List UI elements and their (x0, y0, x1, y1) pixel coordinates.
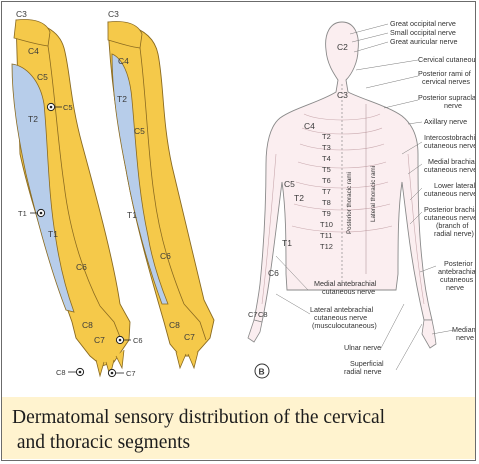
arm-b-segment-label: C3 (108, 9, 119, 19)
arm-a-finger (96, 360, 104, 376)
arm-a-pointer-c7: C7 (108, 369, 135, 378)
arm-a-segment-label: T2 (28, 114, 38, 124)
arm-a-segment-label: C3 (16, 9, 27, 19)
back-segment-label: C7 (248, 310, 258, 319)
label-cervical-cutaneous: Cervical cutaneous nerve (418, 55, 475, 64)
svg-text:T3: T3 (322, 143, 331, 152)
nerve-labels-bottom: Medial antebrachial cutaneous nerve Late… (310, 279, 386, 376)
dermatome-illustration: C3 C4 C5 T2 T1 C6 C8 C7 C5 T1 (4, 4, 475, 396)
arm-b-segment-label: C4 (118, 56, 129, 66)
arm-b-segment-label: C6 (160, 251, 171, 261)
arm-b-segment-label: T1 (127, 210, 137, 220)
label-medial-brachial: Medial brachial cutaneous nerve (424, 157, 475, 174)
label-posterior-brachial: Posterior brachial cutaneous nerve (bran… (424, 205, 475, 238)
label-lateral-antebrachial: Lateral antebrachial cutaneous nerve (mu… (310, 305, 377, 330)
back-segment-label: C5 (284, 179, 295, 189)
label-superficial-radial: Superficial radial nerve (344, 359, 386, 376)
figure-caption: Dermatomal sensory distribution of the c… (2, 397, 475, 459)
svg-text:T2: T2 (322, 132, 331, 141)
label-axillary: Axillary nerve (424, 117, 467, 126)
svg-text:T11: T11 (320, 231, 332, 240)
arm-b-segment-label: T2 (117, 94, 127, 104)
label-small-occipital: Small occipital nerve (390, 28, 456, 37)
label-great-auricular: Great auricular nerve (390, 37, 458, 46)
svg-text:T1: T1 (18, 209, 27, 218)
svg-text:T9: T9 (322, 209, 331, 218)
label-medial-antebrachial: Medial antebrachial cutaneous nerve (314, 279, 378, 296)
arm-a-pointer-t1: T1 (18, 209, 45, 218)
label-posterior-supraclavicular: Posterior supraclavicular nerve (418, 93, 475, 110)
back-segment-label: C4 (304, 121, 315, 131)
rami-label-lateral: Lateral thoracic rami (370, 166, 377, 222)
svg-text:T4: T4 (322, 154, 331, 163)
back-segment-label: T1 (282, 238, 292, 248)
svg-text:C5: C5 (63, 103, 73, 112)
back-segment-label: C8 (258, 310, 268, 319)
caption-line-2: and thoracic segments (12, 430, 465, 455)
arm-a-segment-label: C6 (76, 262, 87, 272)
svg-text:C7: C7 (126, 369, 136, 378)
arm-a-segment-label: C8 (82, 320, 93, 330)
back-segment-label: C2 (337, 42, 348, 52)
back-segment-label: C3 (337, 90, 348, 100)
arm-a-segment-label: T1 (48, 229, 58, 239)
arm-b-segment-label: C7 (184, 332, 195, 342)
label-ulnar: Ulnar nerve (344, 343, 381, 352)
label-posterior-rami: Posterior rami of cervical nerves (418, 69, 473, 86)
back-segment-label: T2 (294, 193, 304, 203)
svg-text:T7: T7 (322, 187, 331, 196)
arm-a-segment-label: C4 (28, 46, 39, 56)
label-median: Median nerve (452, 325, 475, 342)
back-body-outline (254, 22, 432, 322)
svg-text:T12: T12 (320, 242, 333, 251)
back-left-hand (248, 320, 262, 342)
rami-label-posterior: Posterior thoracic rami (346, 172, 353, 234)
label-great-occipital: Great occipital nerve (390, 19, 456, 28)
svg-text:T10: T10 (320, 220, 333, 229)
arm-b-finger (176, 352, 186, 368)
caption-line-1: Dermatomal sensory distribution of the c… (12, 405, 465, 430)
back-right-hand (422, 320, 436, 348)
label-intercostobrachial: Intercostobrachial cutaneous nerve (424, 133, 475, 150)
label-lower-lateral: Lower lateral cutaneous nerve (424, 181, 475, 198)
arm-b-segment-label: C5 (134, 126, 145, 136)
arm-a-segment-label: C5 (37, 72, 48, 82)
arm-a-segment-label: C7 (94, 335, 105, 345)
arm-b-segment-label: C8 (169, 320, 180, 330)
label-posterior-antebrachial: Posterior antebrachial cutaneous nerve (438, 259, 475, 292)
arm-b-finger (188, 352, 198, 368)
svg-text:T6: T6 (322, 176, 331, 185)
svg-text:T5: T5 (322, 165, 331, 174)
svg-text:C8: C8 (56, 368, 66, 377)
panel-b-letter: B (259, 367, 265, 377)
back-segment-label: C6 (268, 268, 279, 278)
svg-text:T8: T8 (322, 198, 331, 207)
svg-text:C6: C6 (133, 336, 143, 345)
arm-a-pointer-c8: C8 (56, 368, 84, 377)
